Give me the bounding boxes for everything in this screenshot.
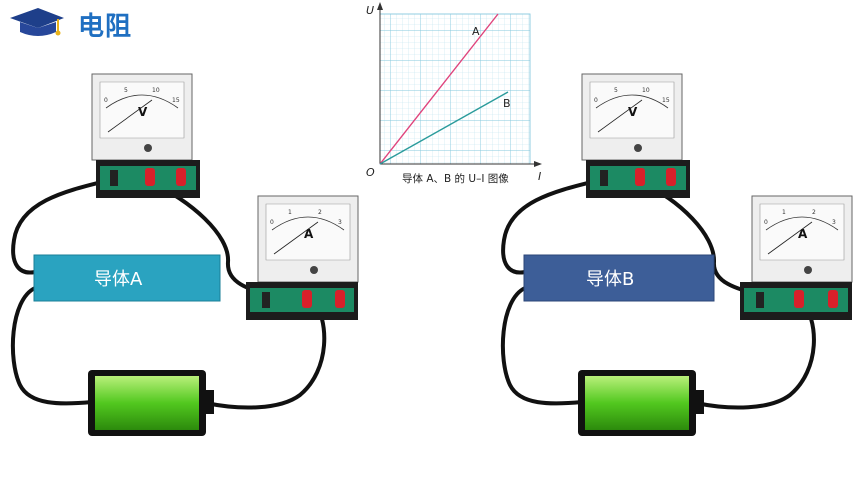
battery <box>578 370 704 436</box>
conductor-b <box>523 254 715 302</box>
ammeter-scale-top-0: 0 <box>764 219 768 226</box>
ammeter-scale-top-3: 3 <box>338 219 342 226</box>
wire <box>501 178 601 275</box>
voltmeter-scale-top-3: 15 <box>172 97 180 104</box>
ammeter-symbol: A <box>798 227 808 241</box>
voltmeter-scale-top-3: 15 <box>662 97 670 104</box>
ammeter-scale-top-2: 2 <box>812 209 816 216</box>
graduation-cap-icon <box>10 8 64 36</box>
voltmeter-scale-top-1: 5 <box>124 87 128 94</box>
line-b <box>379 91 509 165</box>
voltmeter-scale-top-1: 5 <box>614 87 618 94</box>
voltmeter-scale-top-2: 10 <box>152 87 160 94</box>
voltmeter-scale-top-0: 0 <box>594 97 598 104</box>
line-a-label: A <box>472 25 480 38</box>
x-axis-label: I <box>538 170 541 183</box>
voltmeter-scale-top-2: 10 <box>642 87 650 94</box>
ammeter-scale-top-1: 1 <box>288 209 292 216</box>
origin-label: O <box>366 166 375 179</box>
ui-graph: U O I A B 导体 A、B 的 U–I 图像 <box>366 2 542 185</box>
conductor-a-label: 导体A <box>94 269 143 290</box>
page-title: 电阻 <box>78 12 133 42</box>
conductor-b-label: 导体B <box>586 269 634 290</box>
wire <box>10 286 93 406</box>
ammeter-scale-top-3: 3 <box>832 219 836 226</box>
battery <box>88 370 214 436</box>
voltmeter-symbol: V <box>628 105 638 119</box>
ammeter-scale-top-1: 1 <box>782 209 786 216</box>
wire <box>11 178 111 275</box>
wire <box>205 296 327 410</box>
wire <box>695 296 816 410</box>
graph-caption: 导体 A、B 的 U–I 图像 <box>402 172 509 185</box>
wire <box>500 286 583 406</box>
voltmeter-symbol: V <box>138 105 148 119</box>
line-b-label: B <box>503 97 511 110</box>
voltmeter: 0 5 10 15 V <box>581 73 690 198</box>
ammeter: 0 1 2 3 A <box>246 195 359 320</box>
ammeter-scale-top-0: 0 <box>270 219 274 226</box>
line-a <box>379 13 499 165</box>
y-axis-label: U <box>366 4 374 17</box>
voltmeter: 0 5 10 15 V <box>91 73 200 198</box>
ammeter: 0 1 2 3 A <box>740 195 853 320</box>
conductor-a <box>33 254 221 302</box>
ammeter-scale-top-2: 2 <box>318 209 322 216</box>
ammeter-symbol: A <box>304 227 314 241</box>
left-circuit: 0 5 10 15 V 0 1 2 3 A 导体A <box>10 73 359 436</box>
right-circuit: 0 5 10 15 V 0 1 2 3 A 导体B <box>500 73 853 436</box>
voltmeter-scale-top-0: 0 <box>104 97 108 104</box>
